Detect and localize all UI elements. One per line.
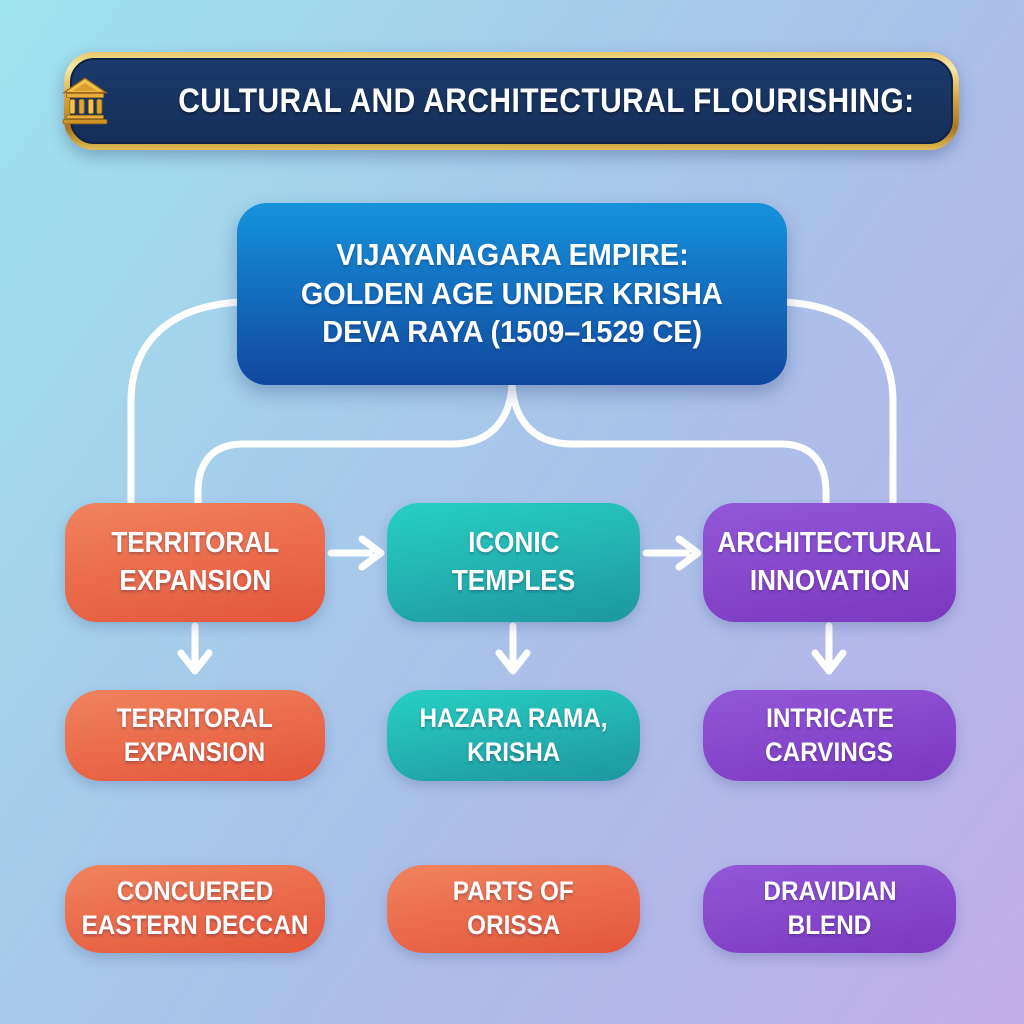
node-label-line: HAZARA RAMA, xyxy=(419,702,608,733)
node-label-line: ARCHITECTURAL xyxy=(717,527,942,560)
node-label-line: EXPANSION xyxy=(119,564,271,597)
node-label-line: VIJAYANAGARA EMPIRE: xyxy=(335,236,689,272)
node-label-line: INTRICATE xyxy=(765,702,894,733)
node-label-line: TEMPLES xyxy=(451,564,576,597)
arrow-territorial-down-head xyxy=(177,649,213,675)
node-hazara-rama-krisha: HAZARA RAMA, KRISHA xyxy=(387,690,640,781)
node-label-line: TERRITORAL xyxy=(116,702,274,733)
node-territorial-expansion-sub: TERRITORAL EXPANSION xyxy=(65,690,325,781)
node-label-line: TERRITORAL xyxy=(111,527,279,560)
connector-root-split-right xyxy=(508,376,830,514)
node-architectural-innovation: ARCHITECTURAL INNOVATION xyxy=(703,503,956,622)
node-label-line: CARVINGS xyxy=(765,736,894,767)
arrow-territorial-to-temples-head xyxy=(358,535,385,571)
node-intricate-carvings: INTRICATE CARVINGS xyxy=(703,690,956,781)
node-iconic-temples: ICONIC TEMPLES xyxy=(387,503,640,622)
arrow-temples-to-innovation-head xyxy=(675,535,702,571)
arrow-innovation-down-head xyxy=(811,649,847,675)
header-banner-inner: CULTURAL AND ARCHITECTURAL FLOURISHING: xyxy=(62,58,953,144)
connector-root-to-innovation-outer xyxy=(780,298,897,514)
node-label-line: BLEND xyxy=(787,910,872,940)
node-label-line: EXPANSION xyxy=(124,736,266,767)
page-title: CULTURAL AND ARCHITECTURAL FLOURISHING: xyxy=(178,81,915,120)
header-banner: CULTURAL AND ARCHITECTURAL FLOURISHING: xyxy=(62,52,959,150)
node-label-line: ORISSA xyxy=(466,910,561,940)
connector-root-to-territorial-outer xyxy=(127,298,244,514)
node-dravidian-blend: DRAVIDIAN BLEND xyxy=(703,865,956,953)
connector-root-split-left xyxy=(194,376,516,514)
node-label-line: DRAVIDIAN xyxy=(762,876,897,907)
node-label-line: EASTERN DECCAN xyxy=(81,910,309,940)
node-label-line: CONCUERED xyxy=(116,876,274,907)
node-root-vijayanagara: VIJAYANAGARA EMPIRE: GOLDEN AGE UNDER KR… xyxy=(237,203,787,385)
node-label-line: ICONIC xyxy=(467,527,560,560)
node-label-line: PARTS OF xyxy=(452,876,575,907)
node-parts-of-orissa: PARTS OF ORISSA xyxy=(387,865,640,953)
node-label-line: KRISHA xyxy=(466,736,561,767)
node-territorial-expansion: TERRITORAL EXPANSION xyxy=(65,503,325,622)
node-label-line: INNOVATION xyxy=(749,564,910,597)
arrow-temples-down-head xyxy=(495,649,531,675)
node-label-line: GOLDEN AGE UNDER KRISHA xyxy=(301,275,723,311)
classical-building-icon xyxy=(58,74,112,128)
node-conquered-eastern-deccan: CONCUERED EASTERN DECCAN xyxy=(65,865,325,953)
node-label-line: DEVA RAYA (1509–1529 CE) xyxy=(322,314,702,350)
